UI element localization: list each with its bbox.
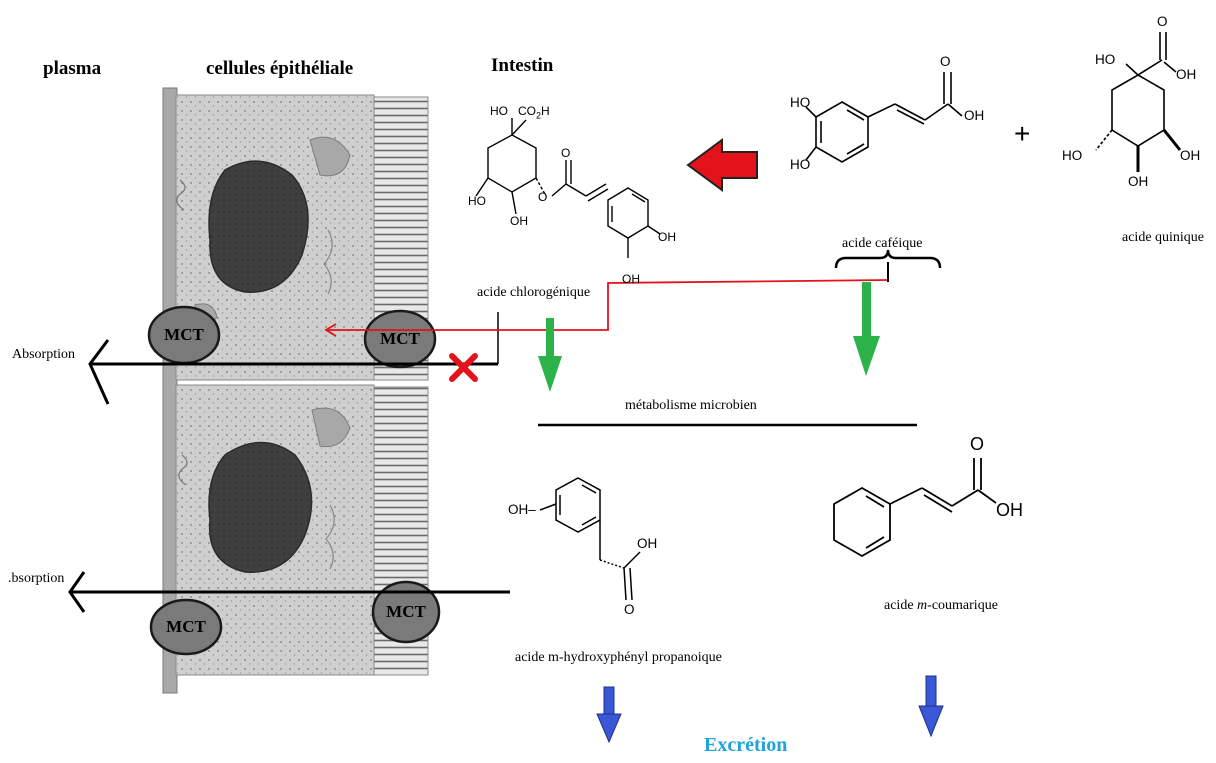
atom-label: O [940, 54, 951, 69]
atom-label: CO [518, 104, 536, 118]
bottom-nucleus [208, 441, 313, 573]
atom-label: O [624, 602, 635, 617]
atom-subscript: 2 [536, 110, 542, 121]
atom-label: O [561, 146, 571, 160]
excretion-label: Excrétion [704, 734, 788, 756]
coumaric-acid-structure [833, 458, 997, 558]
atom-label: HO [490, 104, 508, 118]
atom-label: HO [468, 194, 486, 208]
atom-label: H [541, 104, 550, 118]
atom-label: HO [1062, 148, 1083, 163]
mct-label: MCT [386, 602, 426, 621]
atom-label: O [1157, 14, 1168, 29]
green-arrow-left-shaft [546, 318, 554, 364]
plasma-heading: plasma [43, 58, 102, 79]
caffeic-absorption-path [324, 279, 889, 337]
epithelial-cells-heading: cellules épithéliale [206, 58, 354, 79]
absorption-top-label: Absorption [12, 347, 75, 362]
atom-label: HO [790, 157, 811, 172]
green-arrow-left-head [538, 356, 562, 392]
absorption-bottom-label: .bsorption [8, 571, 65, 586]
mct-label: MCT [164, 325, 204, 344]
mct-bottom-right [371, 580, 441, 644]
hydroxyphenyl-propanoic-label: acide m-hydroxyphényl propanoique [515, 650, 722, 665]
intestine-heading: Intestin [491, 55, 554, 76]
atom-label: OH [637, 536, 658, 551]
hydrolysis-arrow-icon [686, 138, 758, 192]
atom-label: OH [510, 214, 528, 228]
coumaric-italic: m [917, 598, 928, 613]
atom-label: OH [1128, 174, 1149, 189]
caffeic-brace [834, 249, 942, 269]
green-arrow-right-head [853, 336, 880, 376]
atom-label: O [970, 434, 985, 454]
co2h-group: CO2H [518, 104, 550, 120]
atom-label: OH [996, 500, 1023, 520]
coumaric-acid-label: acide m-coumarique [884, 598, 998, 614]
absorption-arrowhead-top [88, 339, 110, 405]
caffeic-acid-label: acide caféique [842, 236, 923, 251]
organelle [311, 407, 351, 448]
absorption-arrowhead-bottom [68, 571, 86, 613]
blocked-x-icon [449, 353, 478, 382]
mct-transporters [147, 305, 441, 656]
hydroxyphenyl-propanoic-structure [539, 477, 641, 601]
organelle [309, 136, 351, 177]
atom-label: OH [1176, 67, 1197, 82]
mct-label: MCT [380, 329, 420, 348]
mct-bottom-left [149, 598, 223, 656]
green-arrow-right-shaft [862, 282, 871, 344]
top-nucleus [208, 160, 309, 293]
caffeic-acid-structure [805, 72, 963, 163]
atom-label: O [538, 190, 548, 204]
atom-label: HO [790, 95, 811, 110]
mct-top-right [363, 309, 437, 369]
absorption-arrows [68, 312, 510, 613]
quinic-acid-structure [1095, 32, 1182, 172]
plus-sign: + [1014, 118, 1031, 149]
atom-label: OH [1180, 148, 1201, 163]
atom-label: HO [1095, 52, 1116, 67]
microbial-metabolism-label: métabolisme microbien [625, 398, 757, 413]
chlorogenic-acid-structure [475, 118, 661, 258]
chlorogenic-acid-label: acide chlorogénique [477, 285, 591, 300]
coumaric-suffix: -coumarique [927, 598, 998, 613]
green-arrows [538, 282, 880, 392]
blue-arrows [596, 675, 944, 744]
atom-label: OH– [508, 502, 536, 517]
coumaric-prefix: acide [884, 598, 918, 613]
atom-label: OH [964, 108, 985, 123]
quinic-acid-label: acide quinique [1122, 230, 1205, 245]
atom-label: OH [622, 272, 640, 286]
atom-label: OH [658, 230, 676, 244]
mct-label: MCT [166, 617, 206, 636]
